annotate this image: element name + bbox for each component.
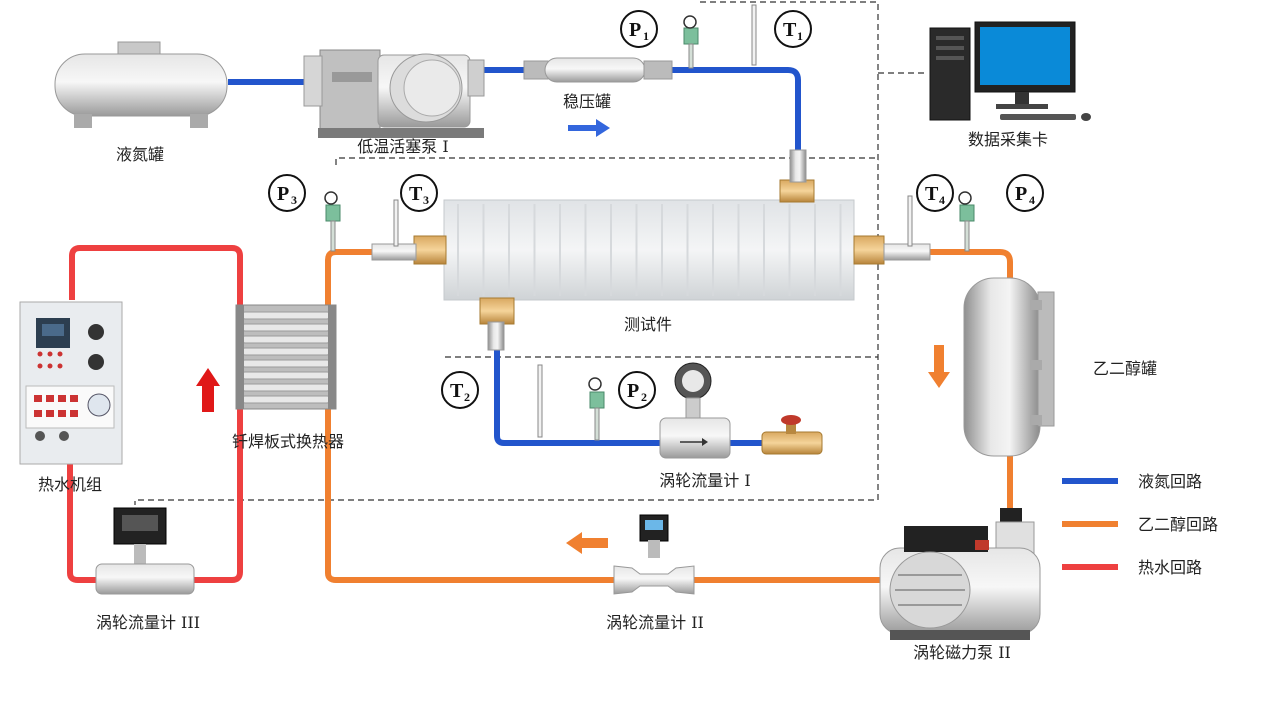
svg-text:P: P	[1015, 183, 1027, 205]
legend: 液氮回路 乙二醇回路 热水回路	[1062, 472, 1218, 577]
flowmeter-1	[659, 362, 823, 459]
svg-text:T: T	[450, 380, 464, 402]
legend-label-glycol: 乙二醇回路	[1138, 515, 1218, 534]
glycol-down-arrow	[928, 345, 950, 388]
water-unit-label: 热水机组	[38, 475, 102, 494]
svg-text:T: T	[925, 183, 939, 205]
svg-text:4: 4	[939, 193, 945, 207]
svg-text:1: 1	[797, 29, 803, 43]
mag-pump	[879, 508, 1041, 640]
test-piece-label: 测试件	[624, 315, 672, 334]
sensor-hardware	[324, 4, 975, 441]
legend-label-ln2: 液氮回路	[1138, 472, 1202, 491]
mag-pump-label: 涡轮磁力泵 II	[913, 643, 1011, 662]
water-up-arrow	[196, 368, 220, 412]
pipes-ln2	[228, 67, 801, 446]
glycol-tank-label: 乙二醇罐	[1093, 359, 1157, 378]
piston-pump	[303, 49, 485, 138]
brazed-hx	[235, 304, 337, 410]
svg-text:T: T	[409, 183, 423, 205]
component-labels: 液氮罐 低温活塞泵 I 稳压罐 数据采集卡 测试件 乙二醇罐 钎焊板式换热器 热…	[38, 92, 1157, 662]
surge-tank	[523, 57, 673, 83]
flow-arrows	[196, 119, 950, 554]
svg-text:2: 2	[641, 390, 647, 404]
legend-label-water: 热水回路	[1138, 558, 1202, 577]
glycol-tank	[963, 277, 1055, 457]
svg-text:P: P	[627, 380, 639, 402]
signal-lines	[134, 1, 925, 505]
ln2-flow-arrow	[568, 119, 610, 137]
brazed-hx-label: 钎焊板式换热器	[232, 432, 344, 451]
svg-text:P: P	[277, 183, 289, 205]
test-piece	[371, 149, 931, 351]
flowmeter-3-label: 涡轮流量计 III	[96, 613, 200, 632]
flowmeter-3	[95, 507, 195, 595]
piston-pump-label: 低温活塞泵 I	[357, 137, 448, 156]
svg-text:3: 3	[423, 193, 429, 207]
pipes-glycol	[325, 249, 1013, 583]
svg-text:4: 4	[1029, 193, 1035, 207]
ln2-tank-label: 液氮罐	[116, 145, 164, 164]
daq-label: 数据采集卡	[968, 130, 1048, 149]
water-unit	[19, 301, 123, 465]
flowmeter-1-label: 涡轮流量计 I	[659, 471, 750, 490]
daq-computer	[929, 21, 1091, 121]
svg-text:T: T	[783, 19, 797, 41]
flowmeter-2	[613, 514, 695, 595]
svg-text:3: 3	[291, 193, 297, 207]
flowmeter-2-label: 涡轮流量计 II	[606, 613, 704, 632]
svg-text:P: P	[629, 19, 641, 41]
svg-text:1: 1	[643, 29, 649, 43]
svg-text:2: 2	[464, 390, 470, 404]
pipes-water	[67, 245, 243, 583]
glycol-left-arrow	[566, 532, 608, 554]
surge-tank-label: 稳压罐	[563, 92, 611, 111]
ln2-tank	[54, 41, 228, 128]
